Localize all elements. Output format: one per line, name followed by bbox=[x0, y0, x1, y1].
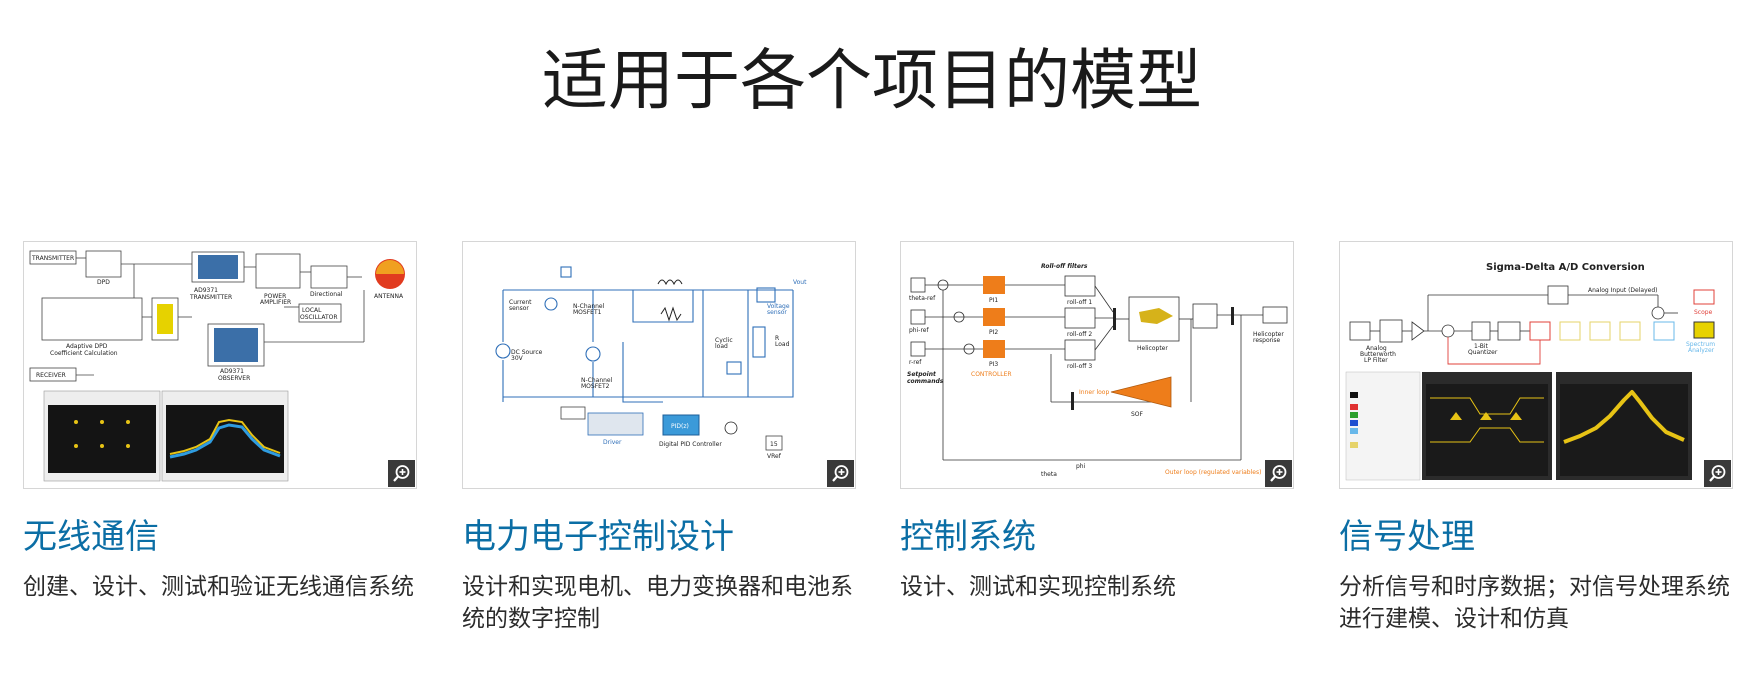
svg-text:Directional: Directional bbox=[310, 291, 343, 298]
zoom-in-icon bbox=[393, 465, 410, 482]
zoom-button[interactable] bbox=[388, 460, 415, 487]
svg-text:LOCAL: LOCAL bbox=[302, 307, 322, 314]
svg-text:RECEIVER: RECEIVER bbox=[36, 372, 66, 379]
power-electronics-diagram-image: Current sensor N-Channel MOSFET1 DC Sour… bbox=[495, 266, 807, 460]
svg-text:OBSERVER: OBSERVER bbox=[218, 375, 250, 382]
svg-text:Vout: Vout bbox=[793, 279, 807, 286]
svg-text:Driver: Driver bbox=[603, 439, 622, 446]
svg-text:Outer loop (regulated variable: Outer loop (regulated variables) bbox=[1165, 469, 1261, 476]
svg-text:Coefficient Calculation: Coefficient Calculation bbox=[50, 350, 118, 357]
svg-text:Spectrum: Spectrum bbox=[1686, 341, 1715, 348]
svg-text:LP Filter: LP Filter bbox=[1364, 357, 1388, 364]
svg-text:Analyzer: Analyzer bbox=[1688, 347, 1715, 354]
card-description: 分析信号和时序数据；对信号处理系统进行建模、设计和仿真 bbox=[1339, 574, 1730, 632]
svg-text:response: response bbox=[1253, 337, 1281, 344]
svg-text:DC Source: DC Source bbox=[511, 349, 543, 356]
card-signal-processing: Sigma-Delta A/D Conversion bbox=[1339, 241, 1733, 635]
svg-text:commands: commands bbox=[907, 378, 944, 385]
svg-text:r-ref: r-ref bbox=[909, 359, 922, 366]
svg-text:AD9371: AD9371 bbox=[220, 368, 244, 375]
card-thumbnail[interactable]: Sigma-Delta A/D Conversion bbox=[1339, 241, 1733, 489]
wireless-diagram-image: TRANSMITTER DPD AD9371 TRANSMITTER POWER… bbox=[29, 250, 405, 482]
zoom-in-icon bbox=[1270, 465, 1287, 482]
svg-text:PI3: PI3 bbox=[989, 361, 998, 368]
svg-text:SOF: SOF bbox=[1131, 411, 1144, 418]
svg-text:Scope: Scope bbox=[1694, 309, 1713, 316]
zoom-button[interactable] bbox=[1704, 460, 1731, 487]
card-description: 设计和实现电机、电力变换器和电池系统的数字控制 bbox=[462, 574, 853, 632]
svg-text:Current: Current bbox=[509, 299, 532, 306]
card-description: 设计、测试和实现控制系统 bbox=[900, 574, 1176, 600]
card-title-link[interactable]: 控制系统 bbox=[900, 517, 1036, 557]
card-thumbnail[interactable]: Roll-off filters theta-ref phi-ref r-ref… bbox=[900, 241, 1294, 489]
card-title-link[interactable]: 无线通信 bbox=[23, 517, 159, 557]
svg-text:OSCILLATOR: OSCILLATOR bbox=[300, 314, 338, 321]
svg-text:Analog: Analog bbox=[1366, 345, 1387, 352]
zoom-button[interactable] bbox=[1265, 460, 1292, 487]
card-description: 创建、设计、测试和验证无线通信系统 bbox=[23, 574, 414, 600]
svg-text:PI2: PI2 bbox=[989, 329, 998, 336]
svg-text:phi: phi bbox=[1076, 463, 1086, 470]
svg-text:Load: Load bbox=[775, 341, 790, 348]
svg-text:CONTROLLER: CONTROLLER bbox=[971, 371, 1012, 378]
card-wireless: TRANSMITTER DPD AD9371 TRANSMITTER POWER… bbox=[23, 241, 417, 603]
svg-text:sensor: sensor bbox=[509, 305, 529, 312]
svg-text:Helicopter: Helicopter bbox=[1253, 331, 1284, 338]
svg-text:roll-off 2: roll-off 2 bbox=[1067, 331, 1092, 338]
svg-text:30V: 30V bbox=[511, 355, 524, 362]
svg-text:Analog Input (Delayed): Analog Input (Delayed) bbox=[1588, 287, 1657, 294]
svg-text:Inner loop: Inner loop bbox=[1079, 389, 1109, 396]
svg-text:DPD: DPD bbox=[97, 279, 110, 286]
svg-text:Quantizer: Quantizer bbox=[1468, 349, 1498, 356]
svg-text:POWER: POWER bbox=[264, 293, 286, 300]
svg-text:theta: theta bbox=[1041, 471, 1057, 478]
zoom-button[interactable] bbox=[827, 460, 854, 487]
svg-text:Digital PID Controller: Digital PID Controller bbox=[659, 441, 722, 448]
svg-text:1-Bit: 1-Bit bbox=[1474, 343, 1489, 350]
svg-text:Sigma-Delta A/D Conversion: Sigma-Delta A/D Conversion bbox=[1486, 262, 1645, 273]
svg-text:theta-ref: theta-ref bbox=[909, 295, 936, 302]
control-systems-diagram-image: Roll-off filters theta-ref phi-ref r-ref… bbox=[907, 263, 1288, 478]
svg-text:MOSFET1: MOSFET1 bbox=[573, 309, 602, 316]
card-title-link[interactable]: 电力电子控制设计 bbox=[462, 517, 734, 557]
svg-text:TRANSMITTER: TRANSMITTER bbox=[31, 255, 74, 262]
svg-text:Helicopter: Helicopter bbox=[1137, 345, 1168, 352]
svg-text:Roll-off filters: Roll-off filters bbox=[1041, 263, 1088, 270]
svg-text:AD9371: AD9371 bbox=[194, 287, 218, 294]
svg-text:Voltage: Voltage bbox=[767, 303, 790, 310]
svg-text:phi-ref: phi-ref bbox=[909, 327, 929, 334]
zoom-in-icon bbox=[832, 465, 849, 482]
card-thumbnail[interactable]: Current sensor N-Channel MOSFET1 DC Sour… bbox=[462, 241, 856, 489]
zoom-in-icon bbox=[1709, 465, 1726, 482]
svg-text:VRef: VRef bbox=[767, 453, 782, 460]
svg-text:Adaptive DPD: Adaptive DPD bbox=[66, 343, 108, 350]
svg-text:PI1: PI1 bbox=[989, 297, 998, 304]
card-control-systems: Roll-off filters theta-ref phi-ref r-ref… bbox=[900, 241, 1294, 603]
svg-text:MOSFET2: MOSFET2 bbox=[581, 383, 610, 390]
svg-text:roll-off 1: roll-off 1 bbox=[1067, 299, 1092, 306]
svg-text:N-Channel: N-Channel bbox=[573, 303, 605, 310]
card-power-electronics: Current sensor N-Channel MOSFET1 DC Sour… bbox=[462, 241, 856, 635]
svg-text:Butterworth: Butterworth bbox=[1360, 351, 1396, 358]
svg-text:PID(z): PID(z) bbox=[671, 423, 689, 430]
signal-processing-diagram-image: Sigma-Delta A/D Conversion bbox=[1345, 262, 1715, 481]
card-title-link[interactable]: 信号处理 bbox=[1339, 517, 1475, 557]
svg-text:Cyclic: Cyclic bbox=[715, 337, 733, 344]
card-thumbnail[interactable]: TRANSMITTER DPD AD9371 TRANSMITTER POWER… bbox=[23, 241, 417, 489]
page-title: 适用于各个项目的模型 bbox=[542, 42, 1202, 119]
svg-text:R: R bbox=[775, 335, 779, 342]
svg-text:roll-off 3: roll-off 3 bbox=[1067, 363, 1092, 370]
svg-text:AMPLIFIER: AMPLIFIER bbox=[260, 299, 291, 306]
svg-text:N-Channel: N-Channel bbox=[581, 377, 613, 384]
svg-text:TRANSMITTER: TRANSMITTER bbox=[189, 294, 232, 301]
svg-text:Setpoint: Setpoint bbox=[907, 371, 937, 378]
svg-text:sensor: sensor bbox=[767, 309, 787, 316]
svg-text:ANTENNA: ANTENNA bbox=[374, 293, 404, 300]
svg-text:15: 15 bbox=[770, 441, 778, 448]
svg-text:load: load bbox=[715, 343, 728, 350]
